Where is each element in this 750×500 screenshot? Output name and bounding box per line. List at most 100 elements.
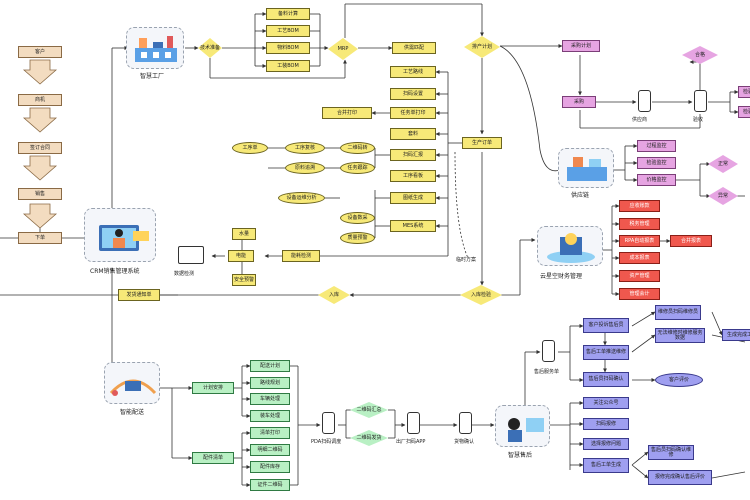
- finance-receivables: 应收账款: [619, 200, 660, 212]
- mes-grid-quality-alert: 质量预警: [340, 232, 375, 244]
- purchase: 采购: [562, 96, 596, 108]
- phone-pda-label: PDA扫码调度: [311, 439, 342, 445]
- delivery-label: 智能配送: [120, 409, 145, 416]
- order-item-print: 清单打印: [250, 427, 290, 439]
- finance-assets: 资产管理: [619, 270, 660, 282]
- order-item-detail-qr: 明细二维码: [250, 444, 290, 456]
- temp-scheme-label: 临时方案: [456, 257, 477, 263]
- supply-process-monitor: 过程监控: [637, 140, 676, 152]
- bom-material: 物料BOM: [266, 42, 310, 54]
- service-label: 智慧售后: [508, 452, 533, 459]
- finance-cost: 成本报表: [619, 252, 660, 264]
- chain-step-contract: 签订合同: [18, 142, 62, 154]
- supply-price-monitor: 价格监控: [637, 174, 676, 186]
- mes-item-task-print: 任务单打印: [390, 107, 436, 119]
- monitor-screen-icon: [178, 246, 204, 264]
- finance-hub-illustration: [537, 226, 603, 266]
- delivery-icon: [109, 379, 157, 396]
- supply-hub-illustration: [558, 148, 614, 188]
- supply-match: 供需匹配: [392, 42, 436, 54]
- crm-label: CRM销售管理系统: [90, 268, 140, 275]
- chain-step-opportunity: 商机: [18, 94, 62, 106]
- service-confirm-repair: 售后员扫码确认维修: [648, 445, 694, 460]
- service-follow-account: 关注公众号: [583, 397, 629, 409]
- qr-summary-diamond: 二维码汇总: [350, 402, 388, 418]
- bom-tooling: 工装BOM: [266, 60, 310, 72]
- mes-item-drawing: 图纸生成: [390, 192, 436, 204]
- chain-step-order: 下单: [18, 232, 62, 244]
- finance-rpa: RPA自动报表: [619, 235, 660, 247]
- plan-item-schedule: 配送计划: [250, 360, 290, 372]
- phone-exit-icon: [407, 412, 420, 434]
- service-complete-order: 生成完成工单: [722, 329, 750, 341]
- mes-grid-equipment-analysis: 设备运维分析: [278, 192, 325, 204]
- supply-abnormal-diamond: 异常: [708, 187, 738, 205]
- order-item-cert-qr: 证件二维码: [250, 479, 290, 491]
- service-complaint: 客户投诉售后员: [583, 318, 629, 333]
- warehouse-check-diamond: 入库检验: [460, 285, 502, 305]
- bom-process: 工艺BOM: [266, 25, 310, 37]
- prod-plan-diamond: 排产计划: [464, 36, 500, 58]
- mes-grid-qr-transfer: 二维码转: [340, 142, 375, 154]
- prod-order: 生产订单: [462, 137, 502, 149]
- phone-supplier-icon: [638, 90, 651, 112]
- mes-grid-process-sheet: 工序单: [232, 142, 268, 154]
- service-select-issue: 选择报修问题: [583, 438, 629, 450]
- delivery-orders: 配件清单: [192, 452, 234, 464]
- mes-item-system: MES系统: [390, 220, 436, 232]
- phone-confirm-icon: [459, 412, 472, 434]
- factory-hub-illustration: [126, 27, 184, 69]
- mes-grid-trace: 原料追溯: [285, 162, 325, 174]
- plan-item-route: 路线规划: [250, 377, 290, 389]
- finance-icon: [547, 233, 595, 263]
- merge-print: 合并打印: [322, 107, 372, 119]
- mes-item-board: 工序看板: [390, 170, 436, 182]
- inspection-report-2: 检验报告: [738, 106, 750, 118]
- factory-label: 智慧工厂: [140, 73, 165, 80]
- mrp-diamond: MRP: [328, 38, 358, 60]
- service-scan-repair: 扫码报修: [583, 418, 629, 430]
- service-scan-confirm: 售后员扫码确认: [583, 372, 629, 387]
- tech-prep-diamond: 技术准备: [198, 38, 222, 58]
- finance-mgmt-accounting: 管理会计: [619, 288, 660, 300]
- energy-water: 水量: [232, 228, 256, 240]
- service-repair-complete: 报修完成确认售后评价: [648, 470, 712, 485]
- mes-item-scan-setup: 扫码设置: [390, 88, 436, 100]
- chain-step-sales: 销售: [18, 188, 62, 200]
- service-satisfaction-ellipse: 客户评价: [655, 373, 703, 387]
- energy-detection: 能耗检测: [282, 250, 320, 262]
- plan-item-vehicle: 车辆处理: [250, 393, 290, 405]
- supply-label: 供应链: [571, 192, 590, 199]
- phone-pda-icon: [322, 412, 335, 434]
- phone-exit-label: 出厂扫码APP: [396, 439, 426, 445]
- finance-consolidated: 合并报表: [670, 235, 712, 247]
- mes-grid-task-track: 任务跟踪: [340, 162, 375, 174]
- mes-item-scan-report: 扫码汇报: [390, 149, 436, 161]
- plan-item-loading: 装车处理: [250, 410, 290, 422]
- chain-step-customer: 客户: [18, 46, 62, 58]
- service-icon: [508, 418, 544, 442]
- finance-label: 云星空财务管理: [540, 273, 583, 280]
- service-order-generated: 售后工单生成: [583, 458, 629, 473]
- monitor-label: 数据检测: [174, 271, 195, 277]
- service-repair-scan: 维修员扫码维修员: [655, 305, 701, 320]
- arrival-diamond: 入库: [318, 286, 350, 304]
- mes-grid-equipment-data: 设备数采: [340, 212, 375, 224]
- phone-service-label: 售后服务单: [534, 369, 560, 375]
- mes-grid-process-review: 工序复核: [285, 142, 325, 154]
- phone-acceptance-label: 验收: [693, 117, 704, 123]
- crm-hub-illustration: [84, 208, 156, 262]
- energy-alert: 安全预警: [232, 274, 256, 286]
- qualified-diamond: 合格: [682, 46, 718, 64]
- supply-normal-diamond: 正常: [708, 155, 738, 173]
- qr-ship-diamond: 二维码发货: [350, 430, 388, 446]
- crm-icon: [99, 225, 149, 251]
- energy-electric: 电能: [228, 250, 254, 262]
- order-item-stock: 配件库存: [250, 461, 290, 473]
- phone-acceptance-icon: [694, 90, 707, 112]
- service-push: 售后工单推送维修: [583, 345, 629, 360]
- bom-prep: 备料计算: [266, 8, 310, 20]
- service-cannot-repair: 无法维修时维修服务数据: [655, 328, 705, 343]
- service-hub-illustration: [495, 405, 550, 447]
